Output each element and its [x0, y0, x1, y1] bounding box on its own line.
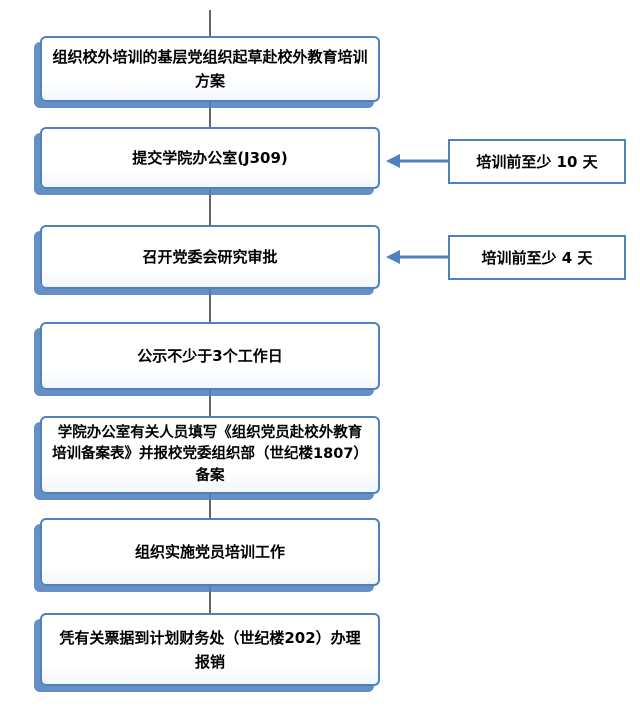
annotation-arrow-1-head-icon: [386, 154, 400, 168]
annotation-label: 培训前至少 4 天: [481, 249, 593, 267]
flow-step-public-notice: 公示不少于3个工作日: [40, 322, 380, 390]
annotation-label: 培训前至少 10 天: [476, 153, 598, 171]
flow-step-submit-office: 提交学院办公室(J309): [40, 127, 380, 189]
annotation-box-4-days: 培训前至少 4 天: [448, 235, 626, 280]
flow-step-filing-form: 学院办公室有关人员填写《组织党员赴校外教育培训备案表》并报校党委组织部（世纪楼1…: [40, 416, 380, 494]
flow-step-label: 公示不少于3个工作日: [137, 347, 283, 365]
flow-step-committee-review: 召开党委会研究审批: [40, 225, 380, 289]
flow-step-label: 组织实施党员培训工作: [134, 543, 285, 561]
flow-step-label: 凭有关票据到计划财务处（世纪楼202）办理报销: [59, 628, 361, 671]
flow-step-reimbursement: 凭有关票据到计划财务处（世纪楼202）办理报销: [40, 613, 380, 686]
annotation-arrow-2-head-icon: [386, 250, 400, 264]
annotation-box-10-days: 培训前至少 10 天: [448, 139, 626, 184]
flow-step-implement-training: 组织实施党员培训工作: [40, 518, 380, 586]
flow-step-label: 组织校外培训的基层党组织起草赴校外教育培训方案: [52, 48, 368, 90]
flow-step-label: 提交学院办公室(J309): [132, 149, 288, 167]
flow-step-draft-plan: 组织校外培训的基层党组织起草赴校外教育培训方案: [40, 36, 380, 102]
flow-step-label: 召开党委会研究审批: [142, 248, 278, 266]
flow-step-label: 学院办公室有关人员填写《组织党员赴校外教育培训备案表》并报校党委组织部（世纪楼1…: [52, 425, 368, 484]
